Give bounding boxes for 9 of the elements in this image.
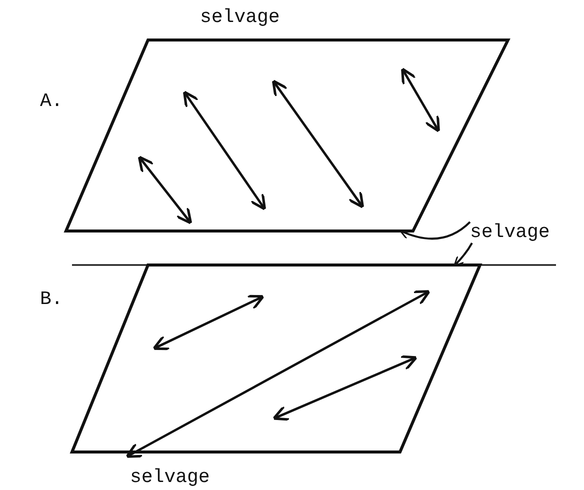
panel-letter: A. — [40, 90, 63, 112]
selvage-label: selvage — [130, 466, 210, 488]
leader-line — [399, 221, 471, 240]
fabric-piece — [70, 264, 482, 454]
selvage-label: selvage — [200, 6, 280, 28]
panel-letter: B. — [40, 288, 63, 310]
selvage-line — [72, 264, 556, 266]
leader-line — [454, 242, 473, 266]
selvage-label: selvage — [470, 221, 550, 243]
